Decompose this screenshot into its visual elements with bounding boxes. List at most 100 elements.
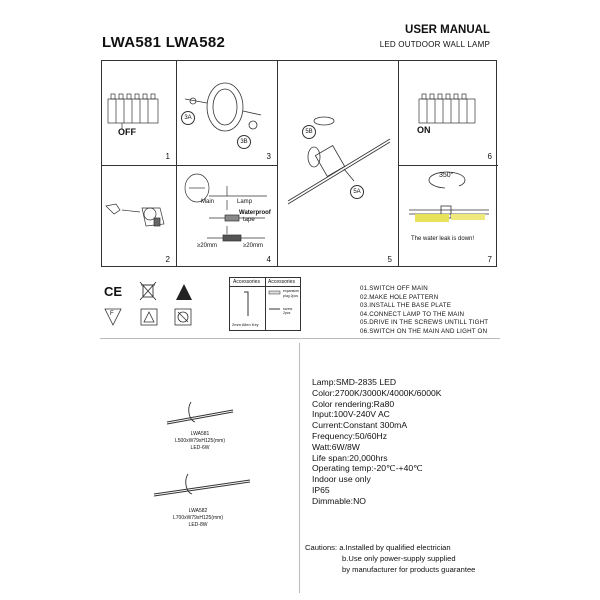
main-label: Main [201,199,215,205]
lamp-lwa582-drawing [153,473,251,497]
callout-5b: 5B [302,125,316,139]
panel-4: Main Lamp Waterproof tape ≥20mm ≥20mm 4 [177,166,277,268]
accessories-header-right: Accessories [268,279,295,285]
panel-7: 350° The water leak is down! 7 [399,166,498,268]
cautions: Cautions: a.Installed by qualified elect… [305,543,475,575]
step-item: 03.INSTALL THE BASE PLATE [360,302,452,310]
lwa582-model: LWA582 [188,508,208,514]
screw-label: screw 2pcs [283,307,293,315]
accessories-box: Accessories Accessories 2mm Allen Key ex… [229,277,301,331]
panel-1: OFF 1 [102,61,176,165]
light-beam [451,214,485,220]
indoor-use-icon [176,284,192,300]
spec-line: Life span:20,000hrs [312,452,388,463]
spec-line: Lamp:SMD-2835 LED [312,377,397,387]
waterproof-label: Waterproof [239,210,271,216]
spec-line: Input:100V-240V AC [312,409,390,420]
f-mark-icon [104,308,122,326]
lwa581-spec-label: LWA581 L500xW79xH125(mm) LED-6W [160,431,240,452]
tape-label: tape [243,217,255,223]
spec-line: IP65 [312,484,330,495]
callout-5a: 5A [350,185,364,199]
lit-lamp-drawing [409,171,489,222]
spec-line: Color:2700K/3000K/4000K/6000K [312,387,442,398]
ce-mark-icon: CE [104,284,123,299]
terminal-block-on-drawing [418,93,476,124]
expansion-qty-label: plug 2pcs [283,294,298,298]
panel-5: 5B 5A 5 [278,61,398,268]
terminal-block-off-drawing [107,93,159,129]
lamp-lwa581-drawing [166,401,234,425]
wiring-drawing [184,173,267,242]
model-numbers: LWA581 LWA582 [102,34,226,51]
lwa581-model: LWA581 [190,431,210,437]
no-cover-icon [174,308,192,326]
panel-number: 4 [266,255,271,264]
panel-number: 1 [165,152,170,161]
caution-line: b.Use only power-supply supplied [342,553,456,563]
panel-number: 2 [165,255,170,264]
caution-line: Cautions: a.Installed by qualified elect… [305,543,451,552]
specifications: Lamp:SMD-2835 LED Color:2700K/3000K/4000… [312,377,442,507]
step-item: 05.DRIVE IN THE SCREWS UNTILL TIGHT [360,319,489,327]
lwa582-spec-label: LWA582 L700xW79xH125(mm) LED-8W [158,508,238,529]
panel-number: 7 [487,255,492,264]
column-divider [299,343,300,593]
lwa582-dimensions: L700xW79xH125(mm) [172,515,224,521]
installation-diagram: OFF 1 2 3A 3B [101,60,498,268]
lamp-label: Lamp [237,199,253,205]
f-mark-label: F [110,311,114,317]
spec-line: Frequency:50/60Hz [312,430,387,441]
divider [102,165,277,166]
spec-line: Watt:6W/8W [312,441,360,452]
panel-6: ON 6 [399,61,498,165]
light-beam [415,214,449,222]
spec-line: Dimmable:NO [312,495,366,506]
mount-lamp-drawing [287,116,391,205]
accessories-header-left: Accessories [233,279,260,285]
spec-line: Current:Constant 300mA [312,420,408,431]
screw-icon [269,308,280,310]
base-plate-drawing [184,82,262,132]
callout-3a: 3A [181,111,195,125]
allen-key-label: 2mm Allen Key [232,322,259,327]
manual-title: USER MANUAL [405,24,490,36]
manual-subtitle: LED OUTDOOR WALL LAMP [379,40,490,49]
lwa581-dimensions: L500xW79xH125(mm) [174,438,226,444]
spec-line: Indoor use only [312,474,371,485]
panel-number: 6 [487,152,492,161]
min-length-right: ≥20mm [243,243,263,249]
divider [398,165,498,166]
warning-icon [140,308,158,326]
divider [176,61,177,266]
on-label: ON [417,125,431,135]
divider [398,61,399,266]
panel-number: 3 [266,152,271,161]
spec-line: Operating temp:-20℃-+40℃ [312,463,423,474]
weee-bin-icon [139,281,157,301]
caution-line: by manufacturer for products guarantee [342,564,476,574]
expansion-label: expansion [283,289,299,293]
step-item: 06.SWITCH ON THE MAIN AND LIGHT ON [360,327,488,335]
spec-line: Color rendering:Ra80 [312,398,395,409]
step-item: 01.SWITCH OFF MAIN [360,285,428,292]
expansion-plug-icon [268,290,281,295]
min-length-left: ≥20mm [197,243,217,249]
panel-number: 5 [387,255,392,264]
lwa581-wattage: LED-6W [190,445,210,451]
divider [277,61,278,266]
panel-3: 3A 3B 3 [177,61,277,165]
callout-3b: 3B [237,135,251,149]
off-label: OFF [118,127,136,137]
installation-steps: 01.SWITCH OFF MAIN 02.MAKE HOLE PATTERN … [360,285,488,337]
panel-2: 2 [102,166,176,268]
divider [265,278,266,330]
lwa582-wattage: LED-8W [188,522,208,528]
allen-key-icon [244,291,249,316]
rotation-angle: 350° [439,172,454,179]
drill-hole-drawing [105,203,165,227]
step-item: 04.CONNECT LAMP TO THE MAIN [360,310,465,318]
water-leak-note: The water leak is down! [411,236,475,242]
section-divider [100,338,500,339]
step-item: 02.MAKE HOLE PATTERN [360,293,439,301]
